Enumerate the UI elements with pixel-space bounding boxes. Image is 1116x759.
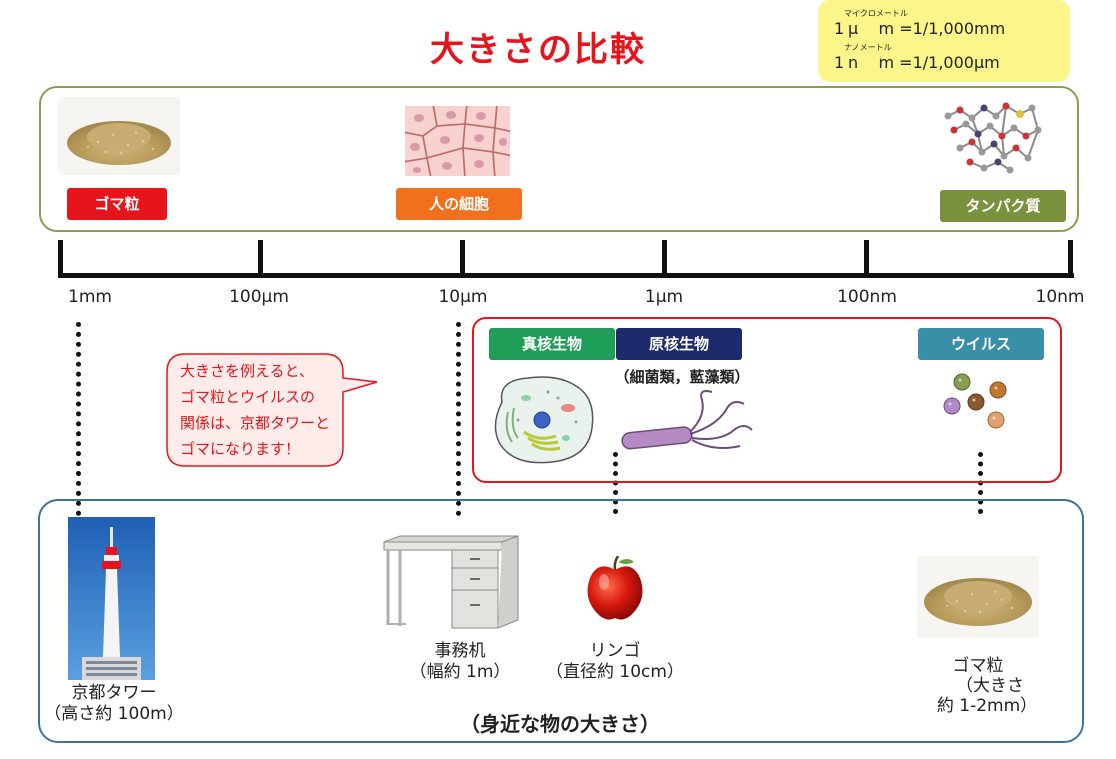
bacterium-image — [621, 390, 753, 450]
virus-label: ウイルス — [918, 328, 1044, 360]
scale-label-100um: 100μm — [229, 287, 289, 307]
speech-bubble — [166, 353, 378, 467]
virus-image — [943, 373, 1007, 429]
scale-tick — [1068, 240, 1073, 277]
eukaryote-label: 真核生物 — [489, 328, 615, 360]
scale-tick — [258, 240, 263, 277]
unit-eq: =1/1,000μm — [899, 53, 1000, 72]
prokaryote-label: 原核生物 — [616, 328, 742, 360]
sesame-size-line1: （大きさ — [956, 676, 1024, 696]
scale-label-1um: 1μm — [644, 287, 684, 307]
unit-eq: =1/1,000mm — [899, 19, 1006, 38]
apple-name: リンゴ — [589, 641, 641, 661]
scale-label-10um: 10μm — [438, 287, 488, 307]
protein-image — [940, 96, 1046, 176]
bubble-line: ゴマ粒とウイルスの — [180, 388, 316, 406]
bubble-line: 関係は、京都タワーと — [180, 414, 331, 432]
sesame-label: ゴマ粒 — [67, 188, 167, 220]
scale-label-1mm: 1mm — [68, 287, 112, 307]
kyoto-tower-image — [68, 517, 155, 680]
desk-size: （幅約 1m） — [409, 662, 511, 682]
unit-num: 1 — [834, 19, 845, 38]
guide-line-10um — [456, 322, 461, 516]
office-desk-image — [383, 535, 519, 629]
guide-line-virus — [978, 452, 983, 514]
organisms-frame — [472, 317, 1062, 483]
bubble-line: ゴマになります！ — [180, 440, 301, 458]
micro-objects-frame — [39, 86, 1079, 232]
human-cell-image — [405, 106, 510, 176]
micro-ruby: マイクロメートル — [844, 9, 908, 18]
scale-tick — [864, 240, 869, 277]
bubble-line: 大きさを例えると、 — [180, 362, 314, 380]
scale-tick — [58, 240, 63, 277]
desk-name: 事務机 — [434, 641, 486, 661]
unit-m: m — [878, 19, 895, 38]
kyoto-tower-name: 京都タワー — [71, 683, 157, 703]
scale-tick — [460, 240, 465, 277]
bubble-text: 大きさを例えると、 ゴマ粒とウイルスの 関係は、京都タワーと ゴマになります！ — [180, 358, 350, 462]
everyday-section-title: （身近な物の大きさ） — [460, 712, 660, 736]
scale-tick — [662, 240, 667, 277]
page-title: 大きさの比較 — [430, 30, 646, 70]
size-scale — [58, 240, 1074, 280]
sesame-size-line2: 約 1-2mm） — [936, 696, 1038, 716]
unit-m: m — [878, 53, 895, 72]
scale-label-10nm: 10nm — [1035, 287, 1085, 307]
scale-axis-line — [58, 273, 1074, 278]
nano-ruby: ナノメートル — [844, 43, 892, 52]
apple-size: （直径約 10cm） — [546, 662, 684, 682]
prokaryote-subtitle: （細菌類，藍藻類） — [614, 368, 750, 386]
guide-line-bacteria — [613, 452, 618, 514]
protein-label: タンパク質 — [940, 190, 1066, 222]
scale-label-100nm: 100nm — [837, 287, 897, 307]
sesame-image — [58, 97, 180, 175]
apple-image — [587, 556, 643, 620]
everyday-objects-frame — [38, 499, 1084, 743]
sesame-pile-image — [917, 556, 1039, 638]
unit-num: 1 — [834, 53, 845, 72]
guide-line-1mm — [76, 322, 81, 516]
human-cell-label: 人の細胞 — [396, 188, 522, 220]
kyoto-tower-size: （高さ約 100m） — [44, 704, 184, 724]
eukaryotic-cell-image — [494, 376, 594, 464]
sesame-name: ゴマ粒 — [952, 656, 1004, 676]
